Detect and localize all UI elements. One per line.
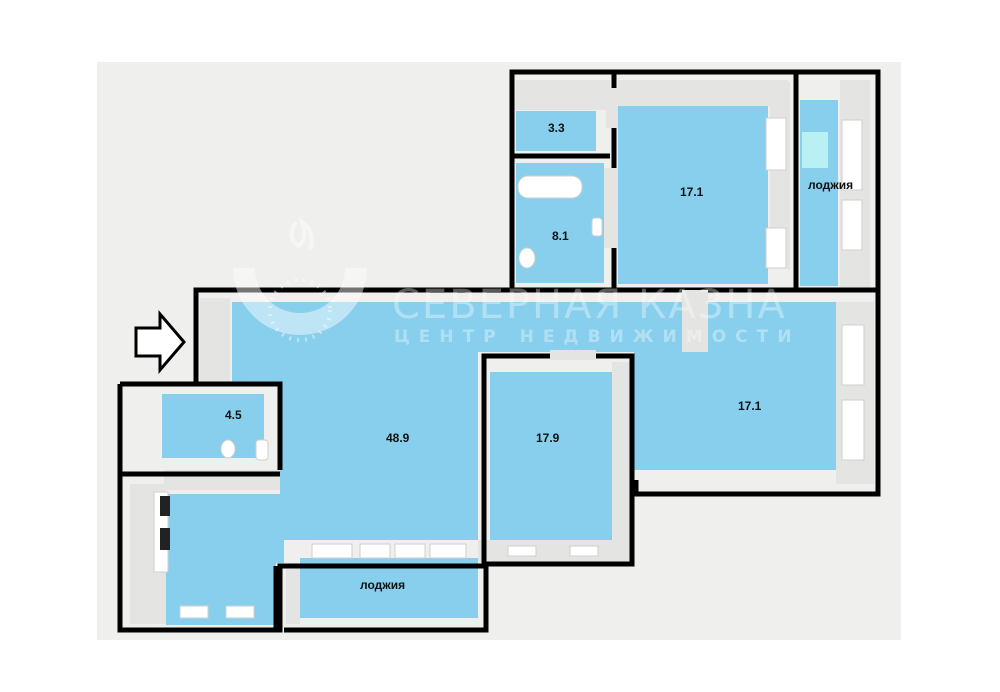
window-frame-2 xyxy=(765,227,787,269)
room-label-loggia-right: лоджия xyxy=(808,178,853,192)
entrance-arrow-icon xyxy=(134,309,186,375)
room-label-room-right: 17.1 xyxy=(738,399,762,413)
fixtures xyxy=(153,117,865,619)
room-label-bathroom-left: 4.5 xyxy=(225,408,242,422)
floor-hall-living xyxy=(166,302,680,625)
bottom-window-4 xyxy=(429,543,467,559)
glass-window-icon xyxy=(802,132,828,168)
bottom-window-1 xyxy=(311,543,353,559)
floor-room-right xyxy=(634,302,836,470)
room-label-loggia-bottom: лоджия xyxy=(360,578,405,592)
kitchen-window-1 xyxy=(179,605,209,619)
cooktop-icon xyxy=(160,496,170,516)
toilet-left-icon xyxy=(220,439,236,459)
room-label-hall-living: 48.9 xyxy=(386,431,410,445)
toilet-icon xyxy=(518,247,536,269)
room-window-1 xyxy=(841,324,865,386)
watermark-tagline: ЦЕНТР НЕДВИЖИМОСТИ xyxy=(394,327,800,347)
floors xyxy=(162,100,838,625)
kitchen-window-2 xyxy=(225,605,255,619)
room-label-room-middle: 17.9 xyxy=(536,431,560,445)
bathtub-icon xyxy=(517,175,583,199)
room-window-2 xyxy=(841,399,865,461)
bottom-window-6 xyxy=(569,545,599,557)
watermark: СЕВЕРНАЯ КАЗНА ЦЕНТР НЕДВИЖИМОСТИ xyxy=(233,216,800,347)
floor-wc xyxy=(516,111,596,151)
watermark-name: СЕВЕРНАЯ КАЗНА xyxy=(392,282,787,328)
bottom-window-3 xyxy=(394,543,426,559)
loggia-window-1 xyxy=(841,119,863,191)
oven-icon xyxy=(160,528,170,550)
walls xyxy=(117,69,881,633)
floor-loggia-right xyxy=(800,100,838,286)
bottom-window-5 xyxy=(507,545,537,557)
loggia-window-2 xyxy=(841,199,863,251)
sink-left-icon xyxy=(255,439,269,461)
flame-horseshoe-logo xyxy=(233,216,367,342)
floor-bedroom-top xyxy=(618,106,768,284)
floor-room-middle xyxy=(490,372,612,540)
door-gaps xyxy=(550,88,708,360)
window-frame-1 xyxy=(765,117,787,171)
room-label-bathroom: 8.1 xyxy=(552,229,569,243)
bottom-window-2 xyxy=(359,543,391,559)
sink-icon xyxy=(591,217,603,237)
room-label-bedroom-top: 17.1 xyxy=(680,185,704,199)
floor-bathroom-left xyxy=(162,394,264,458)
room-label-wc: 3.3 xyxy=(548,121,565,135)
